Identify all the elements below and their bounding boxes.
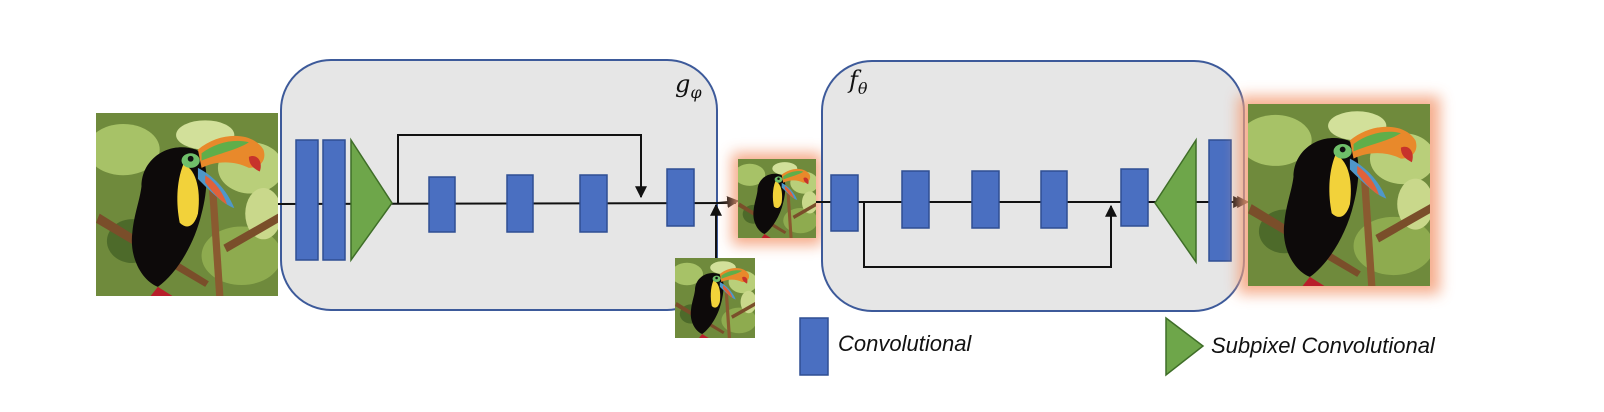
legend-conv-swatch [799,317,829,376]
encoder-module [280,59,718,311]
latent-small-image [675,258,755,338]
encoder-conv-block-5 [579,174,608,233]
encoder-conv-block-1 [295,139,319,261]
decoder-conv-block-5 [1120,168,1149,227]
decoder-conv-block-4 [1040,170,1068,229]
decoder-conv-block-1 [830,174,859,232]
decoder-label-subscript: θ [858,79,868,98]
encoder-conv-block-2 [322,139,346,261]
legend: Convolutional Subpixel Convolutional [799,316,1436,377]
decoder-subpixel-block [1154,137,1197,265]
input-image [96,113,278,296]
decoder-skip-connection [863,202,1117,268]
encoder-label-subscript: φ [690,83,702,102]
decoder-conv-block-3 [971,170,1000,229]
encoder-conv-block-4 [506,174,534,233]
decoder-conv-block-6 [1208,139,1232,262]
legend-conv-label: Convolutional [838,331,972,356]
encoder-label: gφ [675,70,702,102]
output-image [1238,96,1440,294]
legend-subpixel-swatch [1165,316,1205,377]
latent-image [732,153,822,245]
decoder-conv-block-2 [901,170,930,229]
encoder-subpixel-block [350,137,393,263]
encoder-conv-block-3 [428,176,456,233]
encoder-conv-block-6 [666,168,695,227]
encoder-skip-connection [397,134,647,203]
legend-subpixel-label: Subpixel Convolutional [1211,333,1436,358]
